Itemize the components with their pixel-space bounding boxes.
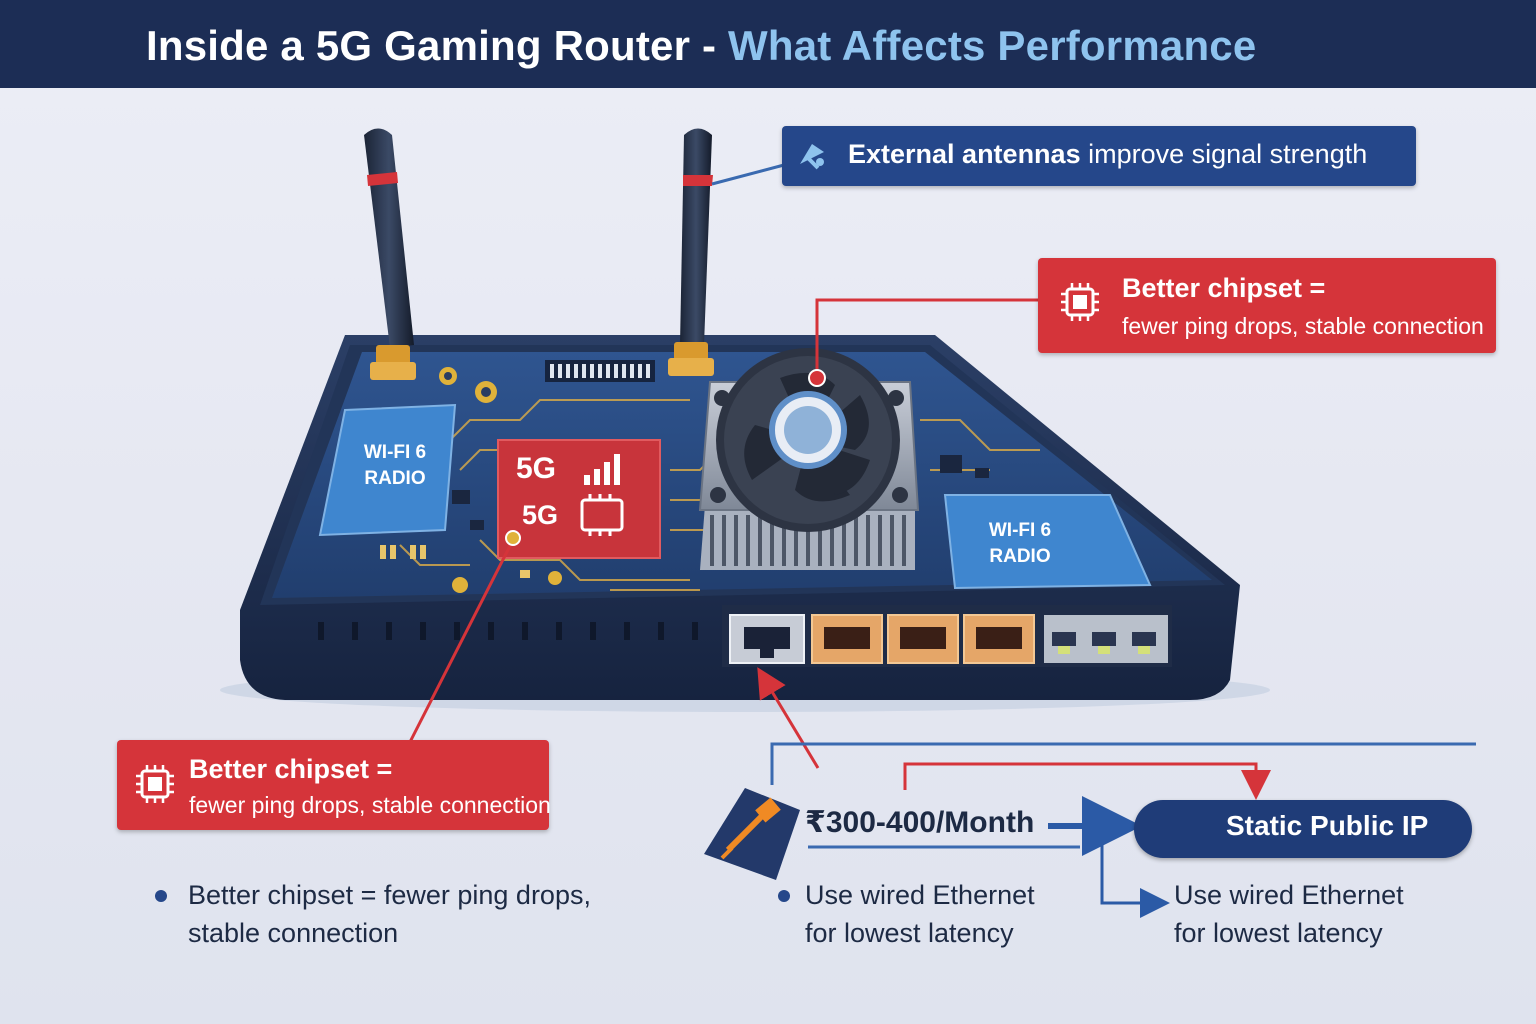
modem-label-top: 5G xyxy=(516,452,557,485)
ip-to-bullet-arrow xyxy=(1100,830,1170,918)
bullet-dot-middle xyxy=(778,890,790,902)
wifi-module-left xyxy=(318,403,457,537)
chipset-top-line2: fewer ping drops, stable connection xyxy=(1122,313,1484,339)
ethernet-ports xyxy=(722,605,1172,667)
chipset-connector-line xyxy=(815,298,1040,378)
wifi-left-label: WI-FI 6 RADIO xyxy=(340,440,450,492)
flow-line-top xyxy=(770,742,1476,785)
wifi-right-label: WI-FI 6 RADIO xyxy=(960,518,1080,570)
antenna-callout-text: External antennas improve signal strengt… xyxy=(848,139,1367,170)
antenna-right xyxy=(668,128,714,376)
signal-bars-icon xyxy=(584,454,620,485)
bullet-right: Use wired Ethernet for lowest latency xyxy=(1174,876,1404,952)
wan-arrow xyxy=(757,667,820,769)
bullet-middle-line1: Use wired Ethernet xyxy=(805,880,1035,910)
antenna-callout-rest: improve signal strength xyxy=(1080,139,1368,169)
bullet-middle: Use wired Ethernet for lowest latency xyxy=(805,876,1035,952)
chipset-callout-top: Better chipset = fewer ping drops, stabl… xyxy=(1038,258,1496,353)
title-main: Inside a 5G Gaming Router - xyxy=(146,22,717,69)
modem-chip xyxy=(497,439,661,559)
modem-connector-dot xyxy=(505,530,521,546)
antenna-callout: External antennas improve signal strengt… xyxy=(782,126,1416,186)
antenna-callout-bold: External antennas xyxy=(848,139,1081,169)
chipset-connector-dot xyxy=(808,369,826,387)
bullet-dot-left xyxy=(155,890,167,902)
modem-label-bottom: 5G xyxy=(522,500,559,530)
antenna-connector-line xyxy=(711,163,785,186)
chip-icon-top xyxy=(1061,283,1099,321)
wifi-right-line2: RADIO xyxy=(989,546,1051,567)
wifi-right-line1: WI-FI 6 xyxy=(988,520,1052,541)
chipset-top-line1: Better chipset = xyxy=(1122,273,1326,303)
wifi-left-line2: RADIO xyxy=(364,468,426,489)
bullet-middle-line2: for lowest latency xyxy=(805,918,1014,948)
bullet-right-line2: for lowest latency xyxy=(1174,918,1383,948)
wifi-module-right xyxy=(943,494,1152,590)
bullet-left: Better chipset = fewer ping drops, stabl… xyxy=(188,876,591,952)
pin-header xyxy=(545,360,655,382)
bullet-left-line2: stable connection xyxy=(188,918,399,948)
chipset-left-line2: fewer ping drops, stable connection xyxy=(189,792,551,818)
chip-icon xyxy=(580,494,624,536)
page-title: Inside a 5G Gaming Router - What Affects… xyxy=(146,22,1256,70)
satellite-dish-icon xyxy=(800,144,824,170)
bullet-right-line1: Use wired Ethernet xyxy=(1174,880,1404,910)
price-label: ₹300-400/Month xyxy=(805,806,1035,839)
small-components xyxy=(380,367,989,593)
antenna-left xyxy=(364,128,416,380)
static-ip-pill xyxy=(1134,800,1472,858)
static-ip-red-line xyxy=(903,762,1271,800)
static-ip-label: Static Public IP xyxy=(1226,810,1429,841)
wifi-left-line1: WI-FI 6 xyxy=(363,442,427,463)
bullet-left-line1: Better chipset = fewer ping drops, xyxy=(188,880,591,910)
chipset-callout-left: Better chipset = fewer ping drops, stabl… xyxy=(117,740,551,830)
cooling-fan xyxy=(698,348,920,570)
modem-connector-line xyxy=(408,539,515,743)
chipset-left-line1: Better chipset = xyxy=(189,754,393,784)
title-bar: Inside a 5G Gaming Router - What Affects… xyxy=(0,0,1536,88)
ethernet-plug-icon xyxy=(704,788,800,880)
chip-icon-left xyxy=(136,765,174,803)
title-accent: What Affects Performance xyxy=(728,22,1257,69)
front-vents xyxy=(318,622,698,640)
